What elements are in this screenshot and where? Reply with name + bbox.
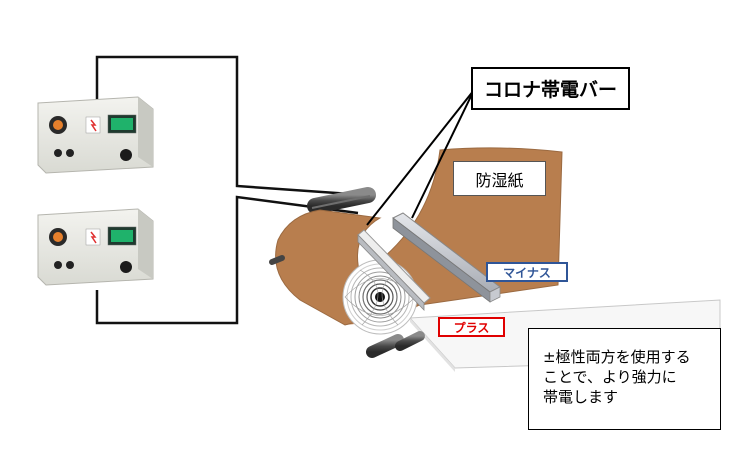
back-roller xyxy=(307,187,376,214)
moisture-paper-label: 防湿紙 xyxy=(453,161,546,196)
note-box: ±極性両方を使用する ことで、より強力に 帯電します xyxy=(528,328,721,430)
wiring xyxy=(95,55,366,325)
note-line: 帯電します xyxy=(543,388,619,406)
corona-bar-minus xyxy=(392,212,501,303)
pointer-lines xyxy=(366,89,475,226)
lower-shafts xyxy=(269,255,425,358)
controller-unit-top xyxy=(37,96,154,174)
paper-roll xyxy=(342,259,418,335)
note-line: ±極性両方を使用する xyxy=(543,348,691,366)
minus-label: マイナス xyxy=(486,262,568,282)
corona-bar-plus xyxy=(357,229,431,311)
note-line: ことで、より強力に xyxy=(543,368,677,386)
corona-bar-label: コロナ帯電バー xyxy=(471,67,630,110)
controller-unit-bottom xyxy=(37,208,154,286)
plus-label: プラス xyxy=(438,317,505,337)
